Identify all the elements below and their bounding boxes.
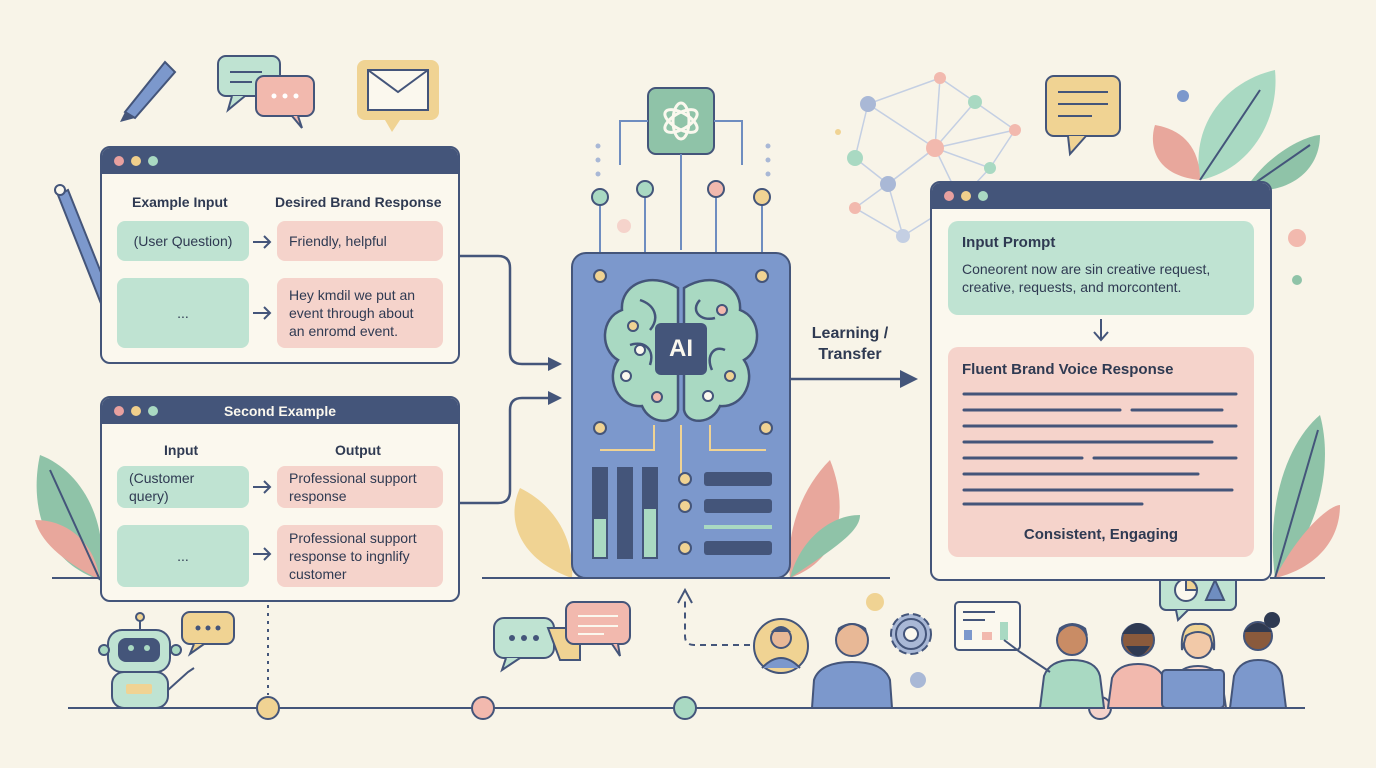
mail-icon	[357, 60, 439, 132]
example-panel-2: Second Example Input Output (Customer qu…	[100, 396, 460, 602]
circuit-traces	[599, 120, 763, 255]
column-header-response: Desired Brand Response	[275, 194, 442, 210]
panel-title: Second Example	[223, 403, 337, 419]
openai-logo-icon	[647, 87, 715, 155]
column-header-input: Input	[164, 442, 199, 458]
window-title-bar	[102, 148, 458, 174]
circuit-nodes	[591, 180, 771, 233]
timeline-nodes	[256, 696, 1112, 720]
brain-icon	[603, 278, 759, 422]
chart-icon	[954, 601, 1021, 651]
person-icon	[810, 623, 894, 709]
brand-voice-response-box	[948, 347, 1254, 557]
column-header-output: Output	[335, 442, 381, 458]
transfer-arrow	[790, 370, 918, 388]
chat-bubbles-icon	[217, 55, 315, 129]
robot-icon	[98, 612, 195, 709]
second-output-2: Professional support response to ingnlif…	[277, 525, 443, 587]
window-title-bar	[932, 183, 1270, 209]
ai-chip	[571, 252, 791, 579]
people-icon	[1003, 612, 1288, 709]
input-prompt-text: Coneorent now are sin creative request, …	[962, 261, 1211, 295]
second-output-1: Professional support response	[277, 466, 443, 508]
leaf-decoration-left	[35, 455, 102, 581]
brand-voice-response-title: Fluent Brand Voice Response	[962, 361, 1174, 378]
second-input-1: (Customer query)	[117, 466, 249, 508]
input-arrows	[458, 254, 555, 505]
brand-response-1: Friendly, helpful	[277, 221, 443, 261]
avatar-icon	[753, 618, 809, 674]
brand-response-2: Hey kmdil we put an event through about …	[277, 278, 443, 348]
note-bubble-icon	[1045, 75, 1121, 157]
feedback-arrow	[677, 587, 750, 646]
input-prompt-title: Input Prompt	[962, 234, 1056, 251]
leaf-decoration-bottom-right	[1272, 415, 1340, 579]
window-title-bar: Second Example	[102, 398, 458, 424]
pen-icon	[120, 60, 177, 122]
ai-chip-label: AI	[669, 335, 693, 362]
input-prompt-box	[948, 221, 1254, 315]
gear-icon	[890, 613, 932, 655]
column-header-input: Example Input	[132, 194, 228, 210]
example-input-1: (User Question)	[117, 221, 249, 261]
conversation-bubbles-icon	[493, 601, 631, 673]
example-input-2: ...	[117, 278, 249, 348]
sparkle-dots	[595, 143, 771, 177]
example-panel-1: Example Input Desired Brand Response (Us…	[100, 146, 460, 364]
leaf-decoration-center	[514, 460, 860, 578]
learning-transfer-label: Learning / Transfer	[811, 325, 889, 363]
robot-chat-bubble-icon	[181, 611, 235, 657]
leaf-decoration-top-right	[1152, 70, 1320, 191]
brand-voice-footer: Consistent, Engaging	[1023, 526, 1179, 543]
second-input-2: ...	[117, 525, 249, 587]
output-panel: Input Prompt Coneorent now are sin creat…	[930, 181, 1272, 581]
